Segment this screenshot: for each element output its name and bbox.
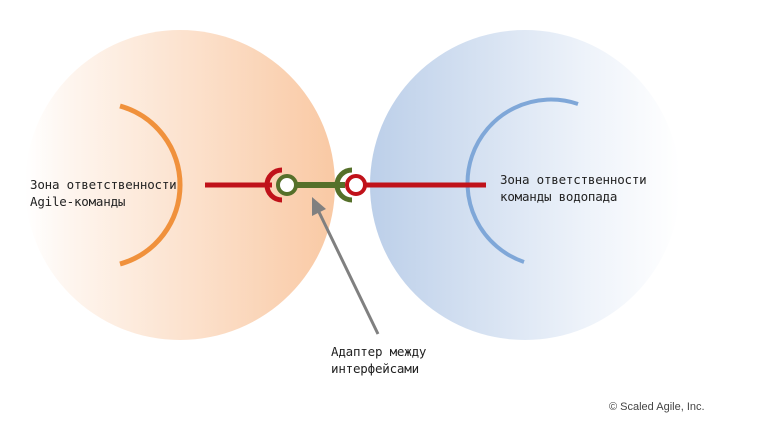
agile-zone-boundary-arc <box>119 103 183 267</box>
adapter-label-line2: интерфейсами <box>331 361 419 376</box>
waterfall-zone-bubble <box>370 30 680 340</box>
adapter-label: Адаптер между интерфейсами <box>331 343 426 377</box>
agile-zone <box>25 30 335 340</box>
waterfall-zone <box>370 30 680 340</box>
waterfall-zone-label: Зона ответственности команды водопада <box>500 171 647 205</box>
right-socket-icon <box>334 167 353 203</box>
copyright-notice: © Scaled Agile, Inc. <box>609 401 705 413</box>
pointer-arrow-icon <box>312 197 326 216</box>
left-ball-icon <box>276 174 298 196</box>
agile-zone-label: Зона ответственности Agile-команды <box>30 176 177 210</box>
left-socket-icon <box>264 167 283 203</box>
waterfall-zone-label-line2: команды водопада <box>500 189 618 204</box>
waterfall-zone-label-line1: Зона ответственности <box>500 172 647 187</box>
waterfall-zone-boundary-arc <box>465 97 579 264</box>
adapter-label-line1: Адаптер между <box>331 344 427 359</box>
agile-zone-label-line1: Зона ответственности <box>30 177 177 192</box>
right-ball-icon <box>345 174 367 196</box>
agile-zone-label-line2: Agile-команды <box>30 194 126 209</box>
pointer-arrow-shaft <box>316 209 380 335</box>
